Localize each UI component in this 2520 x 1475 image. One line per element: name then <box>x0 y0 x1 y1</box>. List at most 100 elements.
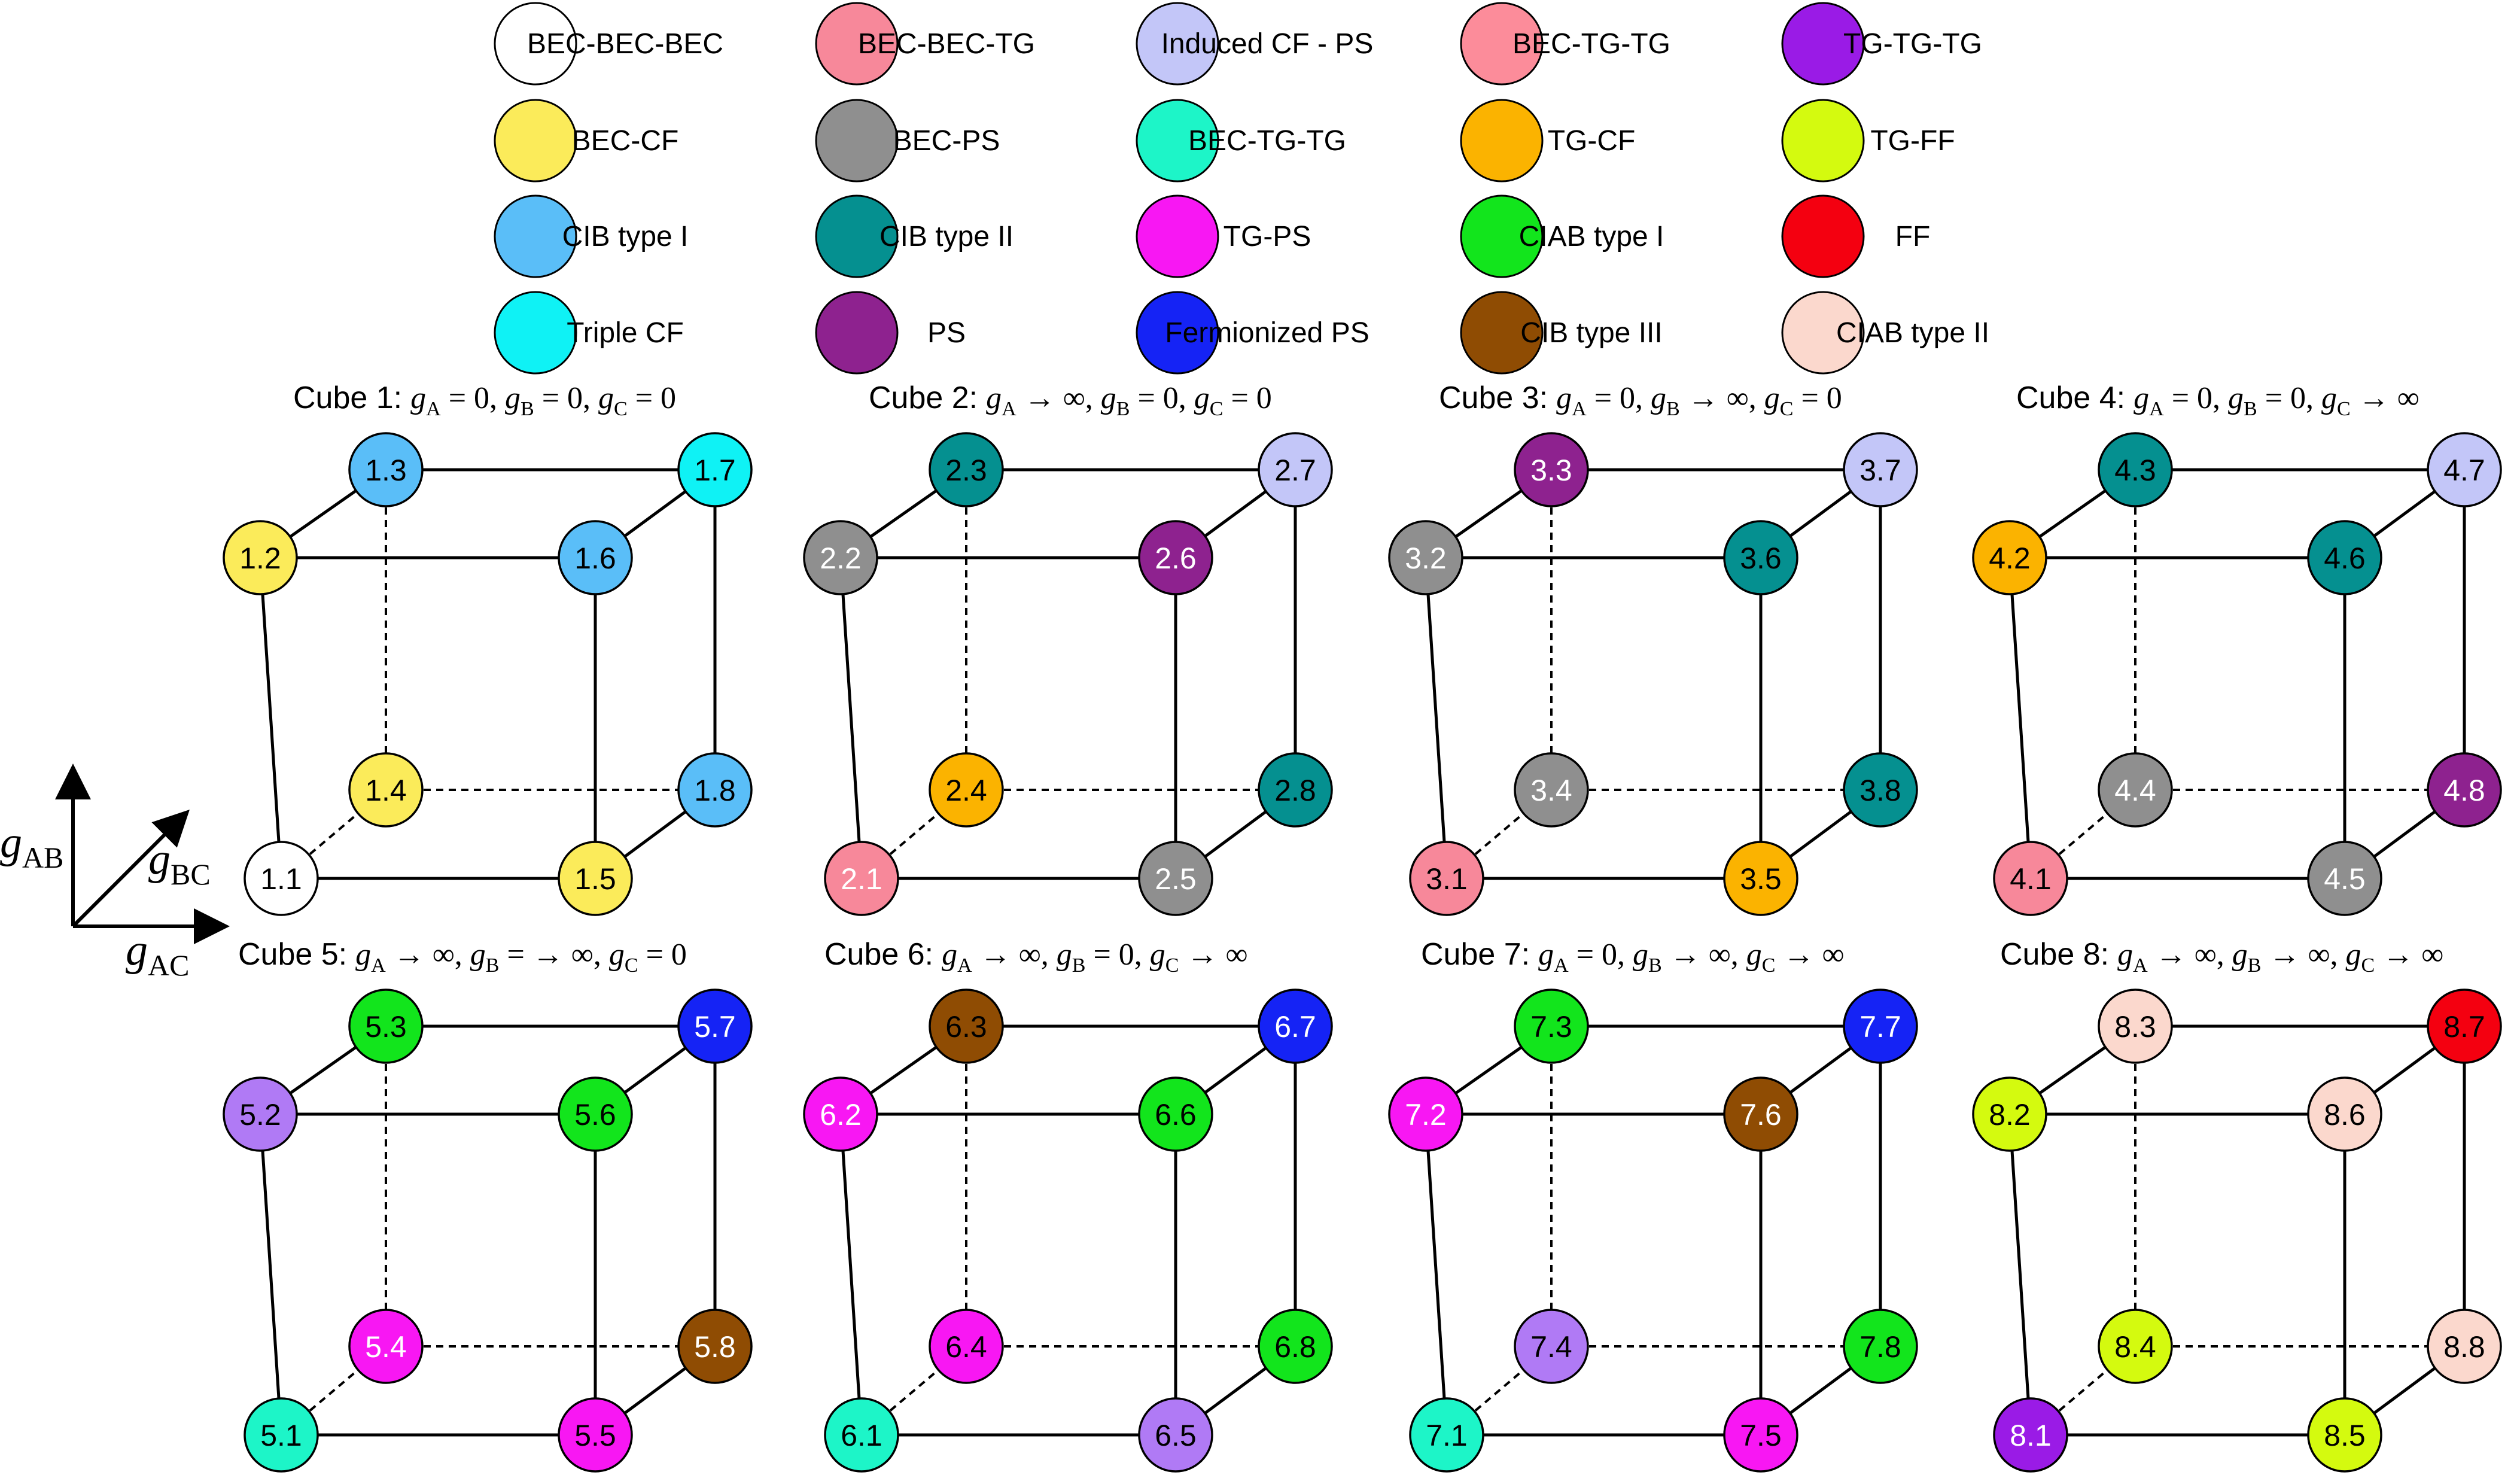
phase-node-label: 7.4 <box>1530 1330 1572 1364</box>
phase-node-circle <box>2427 1309 2502 1384</box>
phase-node: 8.4 <box>2098 1309 2173 1384</box>
phase-node-circle <box>348 989 424 1064</box>
phase-node: 6.3 <box>929 989 1004 1064</box>
phase-node-label: 8.8 <box>2443 1330 2485 1364</box>
phase-node-circle <box>1258 752 1333 828</box>
phase-node: 2.6 <box>1138 520 1213 595</box>
phase-node: 8.6 <box>2307 1076 2382 1152</box>
cube-title: Cube 1:gA = 0, gB = 0, gC = 0 <box>293 381 676 420</box>
legend-label: Triple CF <box>567 317 684 349</box>
legend-item: CIAB type I <box>1460 194 1664 278</box>
phase-node-label: 2.6 <box>1155 542 1197 575</box>
cube-1: Cube 1:gA = 0, gB = 0, gC = 01.11.21.31.… <box>223 381 753 916</box>
legend-item: Fermionized PS <box>1136 291 1369 375</box>
legend-swatch <box>1460 194 1544 278</box>
phase-node-label: 1.5 <box>574 862 616 896</box>
legend-swatch <box>1781 291 1865 375</box>
legend-swatch <box>815 2 899 86</box>
legend-item: PS <box>815 291 966 375</box>
phase-node-circle <box>348 752 424 828</box>
phase-node-label: 3.6 <box>1740 542 1782 575</box>
phase-node-circle <box>824 841 899 916</box>
phase-node-label: 2.1 <box>841 862 882 896</box>
axis-arrow-bc <box>71 810 190 928</box>
phase-node-label: 6.3 <box>945 1010 987 1044</box>
legend-item: FF <box>1781 194 1930 278</box>
phase-node-circle <box>223 520 298 595</box>
legend-label: BEC-BEC-BEC <box>527 28 723 60</box>
cube-edge <box>1424 1114 1448 1436</box>
phase-node-label: 2.5 <box>1155 862 1197 896</box>
phase-node-circle <box>2098 752 2173 828</box>
legend-swatch <box>1460 291 1544 375</box>
phase-node: 1.6 <box>558 520 633 595</box>
phase-node-label: 5.4 <box>365 1330 407 1364</box>
phase-node-label: 3.3 <box>1530 454 1572 487</box>
phase-node-circle <box>1972 520 2047 595</box>
phase-node-label: 5.5 <box>574 1419 616 1452</box>
phase-node: 1.4 <box>348 752 424 828</box>
phase-node: 5.8 <box>677 1309 753 1384</box>
phase-node: 7.7 <box>1843 989 1918 1064</box>
phase-node-circle <box>824 1397 899 1473</box>
phase-node: 7.6 <box>1723 1076 1798 1152</box>
legend-label: TG-PS <box>1224 221 1311 253</box>
phase-node-label: 8.3 <box>2114 1010 2156 1044</box>
phase-node-circle <box>2307 1397 2382 1473</box>
legend-item: CIB type II <box>815 194 1014 278</box>
phase-node-label: 6.2 <box>820 1098 862 1132</box>
phase-node-circle <box>677 989 753 1064</box>
axis-label-ac: gAC <box>126 926 189 982</box>
legend-label: CIB type III <box>1520 317 1662 349</box>
phase-node-circle <box>2307 841 2382 916</box>
legend-label: BEC-PS <box>893 125 1000 157</box>
phase-node-circle <box>1843 432 1918 507</box>
phase-node: 7.8 <box>1843 1309 1918 1384</box>
phase-node: 6.6 <box>1138 1076 1213 1152</box>
phase-node: 6.8 <box>1258 1309 1333 1384</box>
phase-node-circle <box>1993 1397 2068 1473</box>
phase-node-circle <box>1723 1397 1798 1473</box>
phase-node-label: 6.1 <box>841 1419 882 1452</box>
phase-node-circle <box>803 1076 878 1152</box>
phase-node: 5.1 <box>244 1397 319 1473</box>
phase-node: 8.2 <box>1972 1076 2047 1152</box>
axis-label-ab: gAB <box>0 818 63 874</box>
phase-node: 1.3 <box>348 432 424 507</box>
phase-node: 3.3 <box>1514 432 1589 507</box>
phase-node-circle <box>223 1076 298 1152</box>
cube-8: Cube 8:gA → ∞, gB → ∞, gC → ∞8.18.28.38.… <box>1972 937 2502 1473</box>
phase-node: 5.2 <box>223 1076 298 1152</box>
phase-node: 1.8 <box>677 752 753 828</box>
phase-node: 2.2 <box>803 520 878 595</box>
cube-title: Cube 6:gA → ∞, gB = 0, gC → ∞ <box>824 937 1248 977</box>
phase-node: 5.5 <box>558 1397 633 1473</box>
phase-node: 5.7 <box>677 989 753 1064</box>
phase-node: 6.4 <box>929 1309 1004 1384</box>
phase-node: 6.1 <box>824 1397 899 1473</box>
phase-node-label: 3.5 <box>1740 862 1782 896</box>
phase-node: 7.5 <box>1723 1397 1798 1473</box>
cube-4: Cube 4:gA = 0, gB = 0, gC → ∞4.14.24.34.… <box>1972 381 2502 916</box>
phase-node-label: 5.3 <box>365 1010 407 1044</box>
phase-node-circle <box>1258 432 1333 507</box>
phase-node-label: 2.7 <box>1274 454 1316 487</box>
phase-node-label: 4.5 <box>2324 862 2366 896</box>
phase-node-circle <box>677 1309 753 1384</box>
phase-node: 3.4 <box>1514 752 1589 828</box>
phase-node-label: 3.8 <box>1859 774 1901 807</box>
phase-node-circle <box>348 1309 424 1384</box>
phase-node-label: 7.1 <box>1426 1419 1468 1452</box>
phase-node-label: 4.6 <box>2324 542 2366 575</box>
phase-node: 6.2 <box>803 1076 878 1152</box>
legend-label: Induced CF - PS <box>1161 28 1374 60</box>
legend-label: TG-FF <box>1870 125 1955 157</box>
phase-node-label: 5.6 <box>574 1098 616 1132</box>
phase-node: 8.8 <box>2427 1309 2502 1384</box>
phase-node-label: 5.8 <box>694 1330 736 1364</box>
phase-node-circle <box>1972 1076 2047 1152</box>
phase-node-label: 5.1 <box>260 1419 302 1452</box>
cube-title: Cube 5:gA → ∞, gB = → ∞, gC = 0 <box>238 937 687 977</box>
phase-node-label: 4.1 <box>2010 862 2052 896</box>
